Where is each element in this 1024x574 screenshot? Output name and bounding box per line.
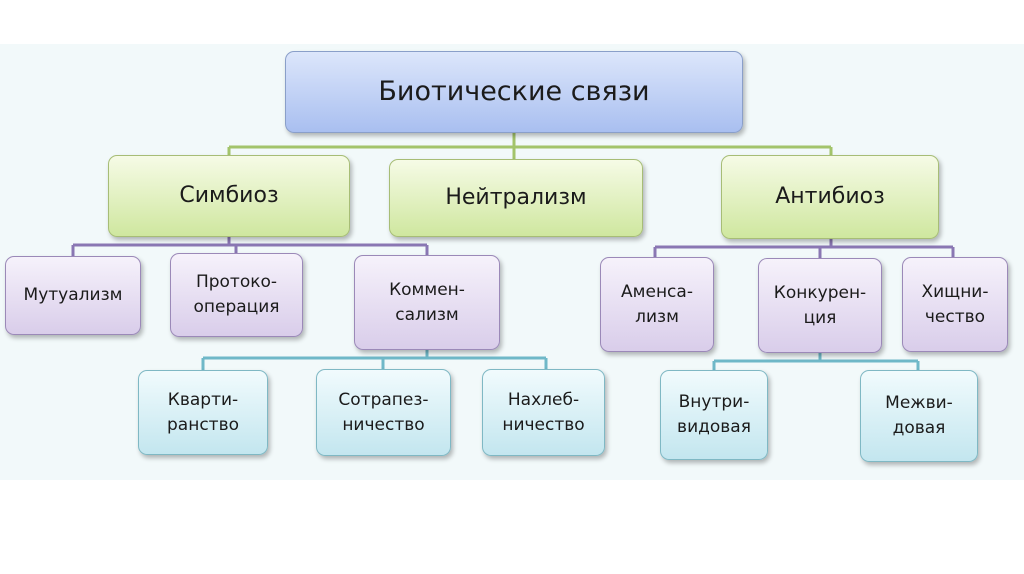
root-node-label: Биотические связи — [378, 76, 650, 108]
node-mutualism-label: Мутуализм — [23, 285, 123, 306]
node-amensalism: Аменса- лизм — [600, 257, 714, 352]
node-protocooperation: Протоко- операция — [170, 253, 303, 337]
root-connectors — [227, 133, 833, 159]
node-commensalism: Коммен- сализм — [354, 255, 500, 350]
node-protocooperation-label: Протоко- операция — [193, 272, 280, 317]
node-interspecific: Межви- довая — [860, 370, 978, 462]
node-intraspecific-label: Внутри- видовая — [677, 392, 751, 437]
node-freeloading: Нахлеб- ничество — [482, 369, 605, 456]
node-neutralism-label: Нейтрализм — [445, 185, 587, 211]
node-simbioz: Симбиоз — [108, 155, 350, 237]
node-antibioz: Антибиоз — [721, 155, 939, 239]
node-freeloading-label: Нахлеб- ничество — [502, 389, 585, 435]
level2-connectors — [71, 237, 955, 258]
node-interspecific-label: Межви- довая — [885, 393, 953, 438]
node-sotrapez-label: Сотрапез- ничество — [338, 389, 429, 435]
node-antibioz-label: Антибиоз — [775, 184, 885, 210]
node-quartering: Кварти- ранство — [138, 370, 268, 455]
node-predation: Хищни- чество — [902, 257, 1008, 352]
node-sotrapez: Сотрапез- ничество — [316, 369, 451, 456]
root-node: Биотические связи — [285, 51, 743, 133]
node-competition-label: Конкурен- ция — [773, 282, 867, 328]
node-intraspecific: Внутри- видовая — [660, 370, 768, 460]
node-quartering-label: Кварти- ранство — [167, 389, 239, 435]
node-mutualism: Мутуализм — [5, 256, 141, 335]
node-amensalism-label: Аменса- лизм — [621, 281, 693, 327]
node-commensalism-label: Коммен- сализм — [389, 279, 465, 325]
node-neutralism: Нейтрализм — [389, 159, 643, 237]
level3-connectors — [201, 350, 920, 370]
node-predation-label: Хищни- чество — [921, 281, 989, 327]
node-competition: Конкурен- ция — [758, 258, 882, 353]
node-simbioz-label: Симбиоз — [179, 183, 279, 209]
